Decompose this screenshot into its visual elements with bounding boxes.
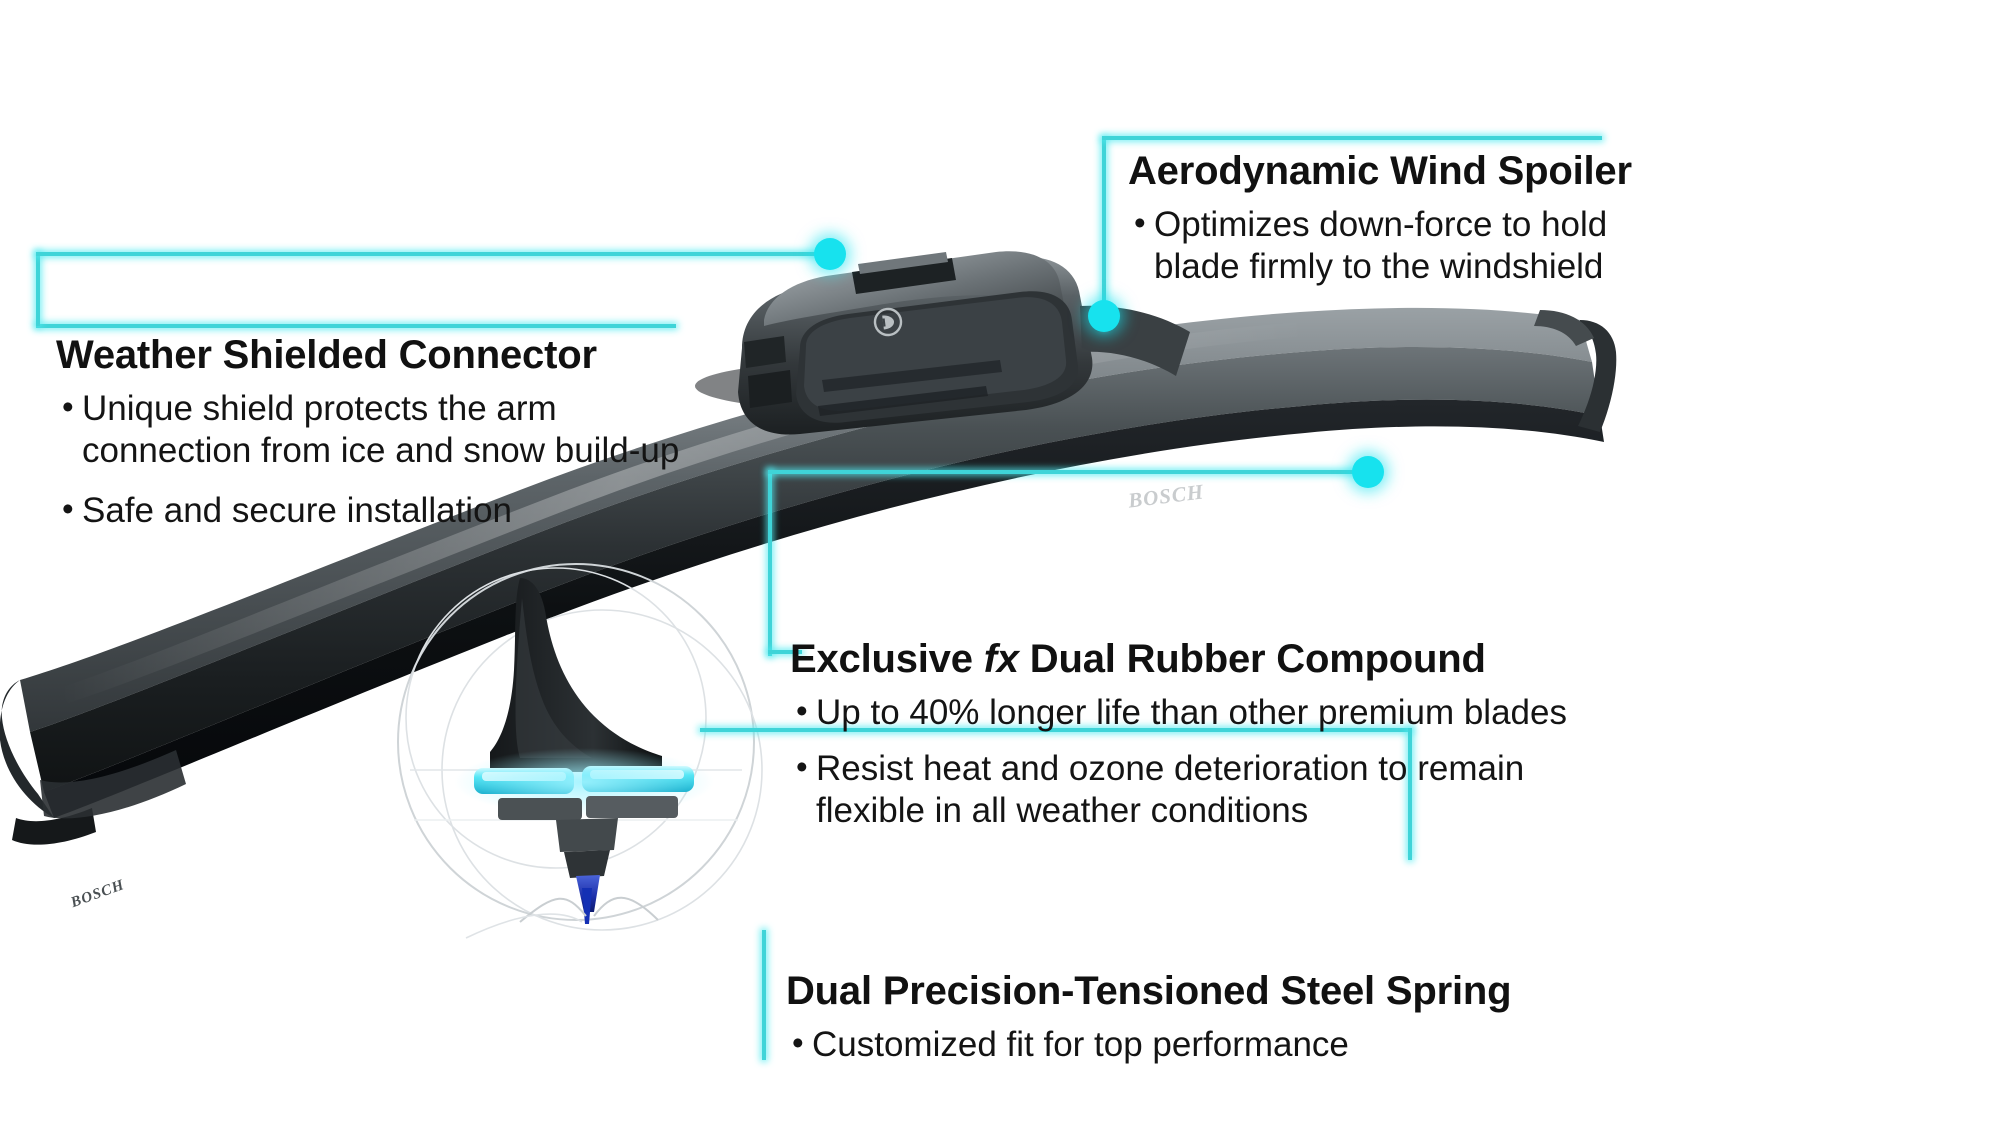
blade-cross-section-detail <box>397 563 763 939</box>
callout-dual-precision-tensioned-steel-spring: Dual Precision-Tensioned Steel Spring Cu… <box>786 968 1726 1066</box>
rail-connector-top <box>36 324 676 328</box>
callout-exclusive-fx-dual-rubber-compound: Exclusive fx Dual Rubber Compound Up to … <box>790 636 1730 832</box>
callout-title-aero: Aerodynamic Wind Spoiler <box>1128 149 1632 193</box>
callout-bullets-rubber: Up to 40% longer life than other premium… <box>790 691 1730 832</box>
rail-aero-vertical <box>1102 138 1106 328</box>
hotspot-dot-aero <box>1088 300 1120 332</box>
bullet-line-2: flexible in all weather conditions <box>816 791 1309 830</box>
callout-aerodynamic-wind-spoiler: Aerodynamic Wind Spoiler Optimizes down-… <box>1128 148 1988 288</box>
bullet-item: Safe and secure installation <box>56 489 756 532</box>
bullet-item: Resist heat and ozone deterioration to r… <box>790 747 1730 832</box>
callout-title-connector: Weather Shielded Connector <box>56 333 597 377</box>
bullet-item: Customized fit for top performance <box>786 1023 1726 1066</box>
hotspot-dot-rubber <box>1352 456 1384 488</box>
bullet-item: Unique shield protects the arm connectio… <box>56 387 756 472</box>
hotspot-dot-connector <box>814 238 846 270</box>
bullet-line-1: Customized fit for top performance <box>812 1025 1349 1064</box>
bullet-item: Up to 40% longer life than other premium… <box>790 691 1730 734</box>
callout-title-spring: Dual Precision-Tensioned Steel Spring <box>786 969 1512 1013</box>
title-part-pre: Exclusive <box>790 637 984 681</box>
wiper-blade-illustration <box>0 251 1617 845</box>
callout-bullets-aero: Optimizes down-force to hold blade firml… <box>1128 203 1988 288</box>
rail-connector-leader <box>36 252 830 256</box>
callout-weather-shielded-connector: Weather Shielded Connector Unique shield… <box>56 332 756 532</box>
bullet-line-1: Optimizes down-force to hold <box>1154 205 1608 244</box>
callout-bullets-spring: Customized fit for top performance <box>786 1023 1726 1066</box>
rail-rubber-left <box>768 470 772 656</box>
callout-bullets-connector: Unique shield protects the arm connectio… <box>56 387 756 532</box>
rail-rubber-bottom <box>768 650 802 654</box>
bullet-line-1: Up to 40% longer life than other premium… <box>816 693 1567 732</box>
rail-rubber-top <box>768 470 1378 474</box>
callout-title-rubber: Exclusive fx Dual Rubber Compound <box>790 636 1730 682</box>
bullet-line-1: Resist heat and ozone deterioration to r… <box>816 749 1525 788</box>
blade-tip-bosch-logo-text: BOSCH <box>68 876 127 912</box>
rail-aero-horizontal <box>1102 136 1602 140</box>
title-part-fx: fx <box>983 637 1019 681</box>
bullet-line-1: Unique shield protects the arm <box>82 389 557 428</box>
rail-connector-left <box>36 252 40 326</box>
bullet-line-1: Safe and secure installation <box>82 491 512 530</box>
rail-spring-left <box>762 930 766 1060</box>
title-part-post: Dual Rubber Compound <box>1018 637 1486 681</box>
bullet-item: Optimizes down-force to hold blade firml… <box>1128 203 1988 288</box>
bullet-line-2: connection from ice and snow build-up <box>82 431 680 470</box>
bullet-line-2: blade firmly to the windshield <box>1154 247 1604 286</box>
